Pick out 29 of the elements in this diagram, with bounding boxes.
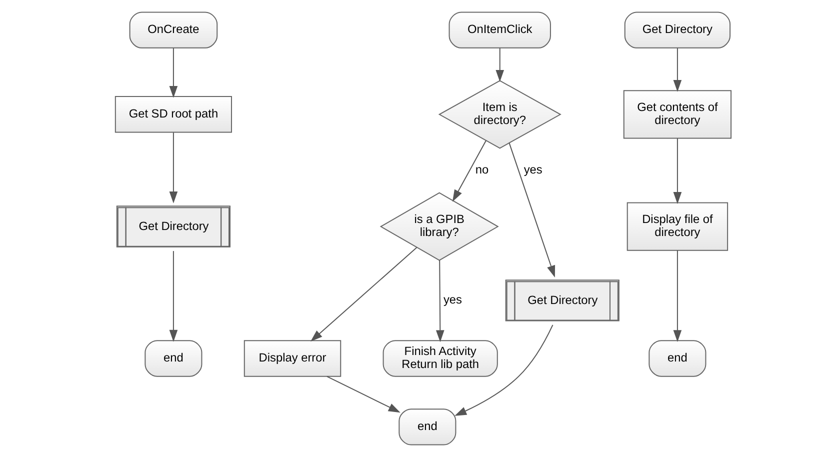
arrow — [496, 48, 504, 82]
edge-label: no — [475, 162, 489, 177]
node-box: Display file of directory — [626, 202, 728, 251]
node-box: end — [144, 340, 202, 377]
arrow — [673, 250, 682, 342]
arrow — [169, 132, 178, 204]
node-box: Get SD root path — [114, 96, 232, 133]
arrow — [436, 260, 444, 342]
arrow — [310, 247, 418, 342]
arrow — [452, 140, 486, 202]
arrow — [169, 250, 178, 342]
edge-label: yes — [443, 292, 462, 307]
arrow — [454, 324, 554, 416]
node-box: end — [398, 408, 456, 446]
arrow — [673, 138, 682, 204]
arrow — [673, 48, 682, 92]
node-diamond: Item is directory? — [438, 80, 562, 149]
node-box: Get contents of directory — [623, 90, 732, 139]
node-box: Get Directory — [624, 12, 731, 48]
node-box: Finish Activity Return lib path — [382, 340, 498, 377]
arrow — [169, 48, 178, 98]
node-diamond: is a GPIB library? — [380, 192, 499, 261]
node-box: Display error — [244, 340, 342, 377]
arrow — [508, 142, 556, 278]
arrow — [326, 376, 400, 413]
node-box: OnCreate — [129, 12, 218, 48]
edge-label: yes — [524, 162, 542, 177]
node-box: OnItemClick — [448, 12, 551, 48]
node-box: end — [648, 340, 706, 377]
